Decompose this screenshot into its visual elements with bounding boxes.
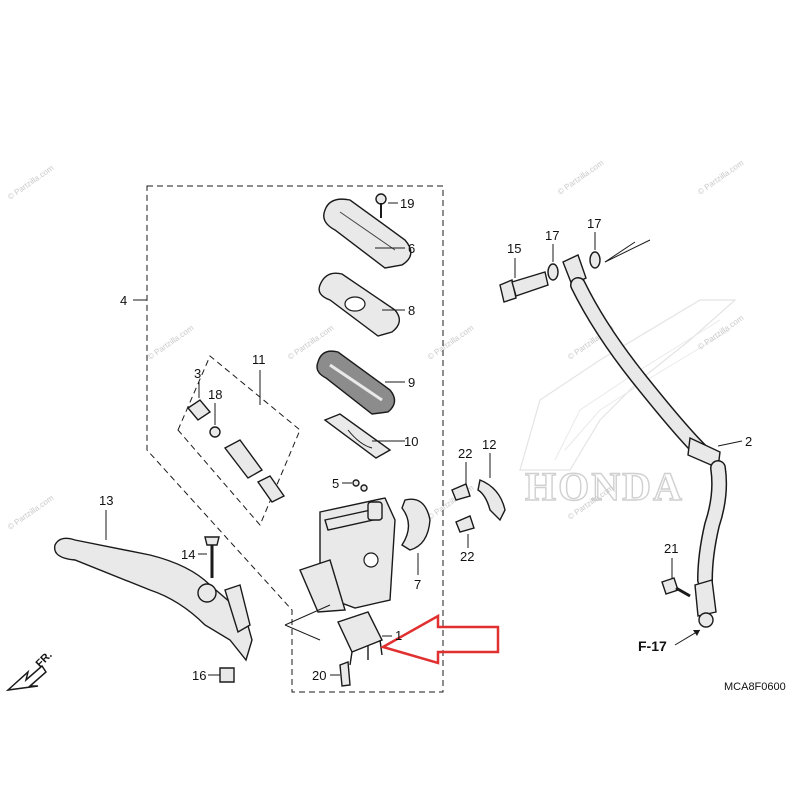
pivot-bolt (204, 536, 220, 578)
callout-21: 21 (664, 541, 678, 556)
sealing-washer-1 (547, 263, 559, 281)
callout-20: 20 (312, 668, 326, 683)
diaphragm-plate (318, 272, 400, 337)
assembly-leader-1 (284, 604, 331, 626)
switch-screw (339, 661, 351, 687)
brake-light-switch (337, 611, 383, 666)
sealing-washer-2 (589, 251, 601, 269)
callout-19: 19 (400, 196, 414, 211)
callout-6: 6 (408, 241, 415, 256)
callout-17a: 17 (545, 228, 559, 243)
honda-wing-logo (519, 299, 737, 471)
honda-brand-text: HONDA (525, 464, 684, 509)
watermark-4: © Partzilla.com (426, 323, 476, 361)
master-cylinder-assembly-outline (146, 185, 444, 693)
pivot-nut (219, 667, 235, 683)
watermark-1: © Partzilla.com (6, 163, 56, 201)
callout-1: 1 (395, 628, 402, 643)
highlight-arrow (379, 613, 500, 665)
front-direction-arrow (5, 664, 47, 692)
callout-14: 14 (181, 547, 195, 562)
watermark-10: © Partzilla.com (556, 158, 606, 196)
callout-12: 12 (482, 437, 496, 452)
front-direction-label: FR. (34, 649, 55, 670)
callout-13: 13 (99, 493, 113, 508)
holder-clamp (401, 498, 431, 551)
piston-kit-parts (186, 399, 286, 503)
brake-lever (53, 537, 253, 662)
leader-washer-group-1 (604, 239, 651, 263)
leader-washer-group-2 (604, 241, 636, 263)
section-ref-arrowhead (693, 630, 700, 636)
holder-bolts (451, 483, 475, 533)
float-protector (323, 413, 392, 459)
callout-11: 11 (252, 352, 266, 367)
master-cylinder-body (299, 497, 396, 613)
callout-4: 4 (120, 293, 127, 308)
watermark-2: © Partzilla.com (146, 323, 196, 361)
callout-22b: 22 (460, 549, 474, 564)
callout-18: 18 (208, 387, 222, 402)
callout-16: 16 (192, 668, 206, 683)
reservoir-cap (323, 198, 412, 269)
callout-9: 9 (408, 375, 415, 390)
callout-7: 7 (414, 577, 421, 592)
hose-clamp-bolt (661, 577, 691, 598)
small-screw (352, 479, 368, 492)
callout-3: 3 (194, 366, 201, 381)
piston-kit-outline (177, 355, 301, 526)
section-ref-label: F-17 (638, 638, 667, 654)
callout-2: 2 (745, 434, 752, 449)
brake-hose (562, 254, 728, 628)
callout-5: 5 (332, 476, 339, 491)
leader-2 (717, 440, 743, 447)
reservoir-diaphragm (316, 350, 396, 415)
banjo-bolt (499, 271, 549, 303)
watermark-11: © Partzilla.com (696, 158, 746, 196)
assembly-leader-2 (284, 624, 321, 641)
watermark-6: © Partzilla.com (696, 313, 746, 351)
callout-10: 10 (404, 434, 418, 449)
callout-17b: 17 (587, 216, 601, 231)
watermark-7: © Partzilla.com (6, 493, 56, 531)
callout-22a: 22 (458, 446, 472, 461)
callout-15: 15 (507, 241, 521, 256)
diagram-part-code: MCA8F0600 (724, 681, 786, 693)
cap-screw (375, 193, 387, 218)
holder-plate (477, 479, 506, 522)
callout-8: 8 (408, 303, 415, 318)
